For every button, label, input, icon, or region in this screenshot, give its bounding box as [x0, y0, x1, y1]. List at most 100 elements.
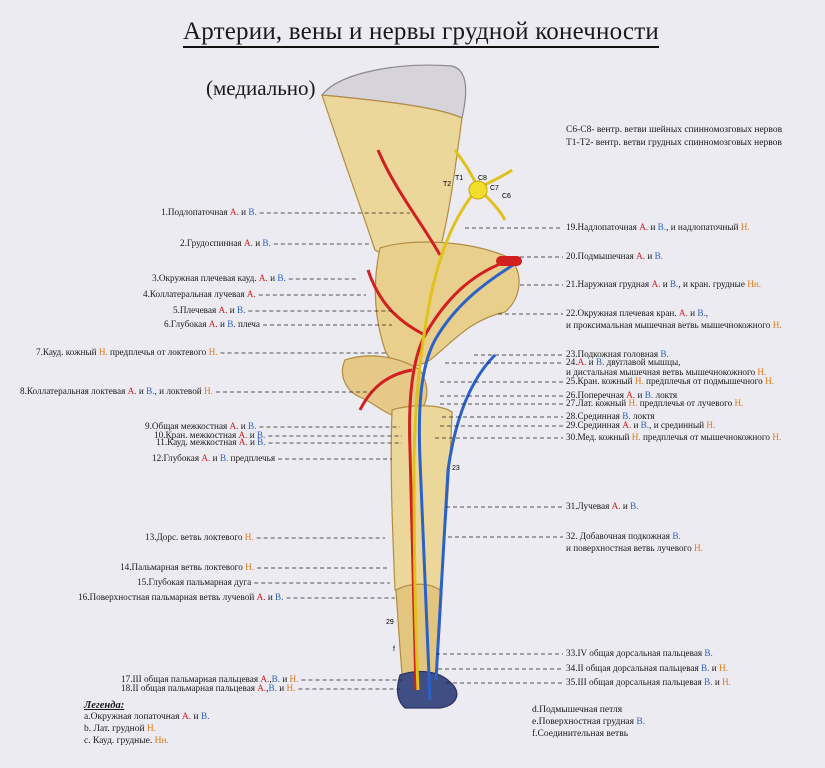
legend-item: d.Подмышечная петля [532, 705, 622, 715]
vein-paths [417, 260, 519, 701]
label-segment: Н. [634, 376, 644, 386]
callout-right-15: 31.Лучевая А. и В. [566, 501, 639, 511]
label-segment: 7.Кауд. кожный [36, 347, 99, 357]
label-segment: В. [672, 531, 681, 541]
label-segment: 30.Мед. кожный [566, 432, 632, 442]
label-segment: и [252, 238, 263, 248]
callout-left-5: 5.Плечевая А. и В. [173, 305, 245, 315]
callout-right-4: 22.Окружная плечевая кран. А. и В., [566, 308, 708, 318]
label-segment: и [267, 273, 278, 283]
label-segment: В. [595, 357, 605, 367]
label-segment: А. [201, 453, 211, 463]
label-segment: В. [657, 222, 667, 232]
label-segment: и [217, 319, 228, 329]
label-segment: a.Окружная лопаточная [84, 712, 182, 722]
label-segment: и дистальная мышечная ветвь мышечнокожно… [566, 367, 758, 377]
label-segment: , [266, 683, 269, 693]
callout-right-12: 28.Срединная В. локтя [566, 411, 655, 421]
label-segment: 20.Подмышечная [566, 251, 637, 261]
callout-left-10: 10.Кран. межкостная А. и В. [154, 430, 265, 440]
label-segment: 8.Коллатеральная локтевая [20, 386, 128, 396]
label-segment: и [635, 390, 645, 400]
label-segment: и [645, 251, 655, 261]
label-segment: Н. [146, 724, 157, 734]
label-segment: В. [704, 648, 713, 658]
callout-right-19: 34.II общая дорсальная пальцевая В. и Н. [566, 663, 728, 673]
label-segment: В. [268, 683, 277, 693]
label-segment: В. [146, 386, 155, 396]
callout-right-11: 27.Лат. кожный Н. предплечья от лучевого… [566, 398, 743, 408]
label-segment: А. [626, 390, 636, 400]
spinal-label-t1: T1 [455, 175, 463, 182]
callout-left-4: 4.Коллатеральная лучевая А. [143, 289, 256, 299]
label-segment: Н. [208, 347, 218, 357]
label-segment: Н. [98, 347, 108, 357]
callout-right-1: 19.Надлопаточная А. и В., и надлопаточны… [566, 222, 750, 232]
label-segment: Н. [722, 677, 731, 687]
hoof [396, 670, 458, 709]
label-segment: предплечья от подмышечного [643, 376, 766, 386]
label-segment: А. [229, 421, 239, 431]
label-segment: и [648, 222, 658, 232]
label-segment: f.Соединительная ветвь [532, 729, 629, 739]
callout-left-8: 8.Коллатеральная локтевая А. и В., и лок… [20, 386, 213, 396]
label-segment: и [620, 501, 631, 511]
label-segment: А. [611, 501, 621, 511]
label-segment: А. [127, 386, 137, 396]
label-segment: В. [701, 663, 710, 673]
label-segment: 29.Срединная [566, 420, 623, 430]
note-cervical: C6-C8- вентр. ветви шейных спинномозговы… [566, 125, 783, 135]
label-segment: В. [227, 319, 236, 329]
label-segment: 18.II общая пальмарная пальцевая [121, 683, 258, 693]
callout-right-3: 21.Наружная грудная А. и В., и кран. гру… [566, 279, 761, 289]
label-segment: 3.Окружная плечевая кауд. [152, 273, 259, 283]
label-segment: 16.Поверхностная пальмарная ветвь лучево… [78, 592, 257, 602]
callout-left-1: 1.Подлопаточная А. и В. [161, 207, 257, 217]
label-segment: 24. [566, 357, 578, 367]
label-segment: В. [277, 273, 286, 283]
label-segment: А. [246, 289, 256, 299]
label-segment: В. [248, 421, 257, 431]
callout-left-13: 13.Дорс. ветвь локтевого Н. [145, 532, 254, 542]
callout-left-9: 9.Общая межкостная А. и В. [145, 421, 256, 431]
label-segment: Н. [628, 398, 638, 408]
inner-label-f: f [393, 646, 395, 653]
label-segment: и [247, 437, 258, 447]
callout-right-7: 24.А. и В. двуглавой мышцы, [566, 357, 680, 367]
callout-left-18: 18.II общая пальмарная пальцевая А.,В. и… [121, 683, 295, 693]
label-segment: Н. [718, 663, 728, 673]
label-segment: d.Подмышечная петля [532, 705, 623, 715]
label-segment: А. [651, 279, 661, 289]
label-segment: и [191, 712, 201, 722]
label-segment: и проксимальная мышечная ветвь мышечноко… [566, 320, 773, 330]
legend-item: a.Окружная лопаточная А. и В. [84, 712, 210, 722]
label-segment: 2.Грудоспинная [180, 238, 244, 248]
label-segment: 26.Поперечная [566, 390, 627, 400]
label-segment: В. [256, 430, 266, 440]
label-segment: Нн. [154, 736, 169, 746]
callout-left-14: 14.Пальмарная ветвь локтевого Н. [120, 562, 254, 572]
page-title: Артерии, вены и нервы грудной конечности [183, 18, 659, 48]
label-segment: 28.Срединная [566, 411, 623, 421]
label-segment: 6.Глубокая [164, 319, 209, 329]
label-segment: 4.Коллатеральная лучевая [143, 289, 247, 299]
spinal-label-c6: C6 [502, 193, 511, 200]
label-segment: и [247, 430, 257, 440]
label-segment: Н. [772, 432, 782, 442]
label-segment: и [238, 421, 248, 431]
callout-left-16: 16.Поверхностная пальмарная ветвь лучево… [78, 592, 283, 602]
label-segment: В. [697, 308, 706, 318]
callout-right-16: 32. Добавочная подкожная В. [566, 531, 681, 541]
callout-right-6: 23.Подкожная головная В. [566, 349, 669, 359]
label-segment: В. [219, 453, 229, 463]
label-segment: А. [260, 674, 270, 684]
label-segment: локтя [630, 411, 655, 421]
callout-right-13: 29.Срединная А. и В., и срединный Н. [566, 420, 715, 430]
label-segment: А. [218, 305, 228, 315]
label-segment: В. [622, 411, 631, 421]
label-segment: Н. [734, 398, 744, 408]
label-segment: А. [238, 437, 248, 447]
callout-right-17: и поверхностная ветвь лучевого Н. [566, 543, 703, 553]
label-segment: Н. [631, 432, 641, 442]
